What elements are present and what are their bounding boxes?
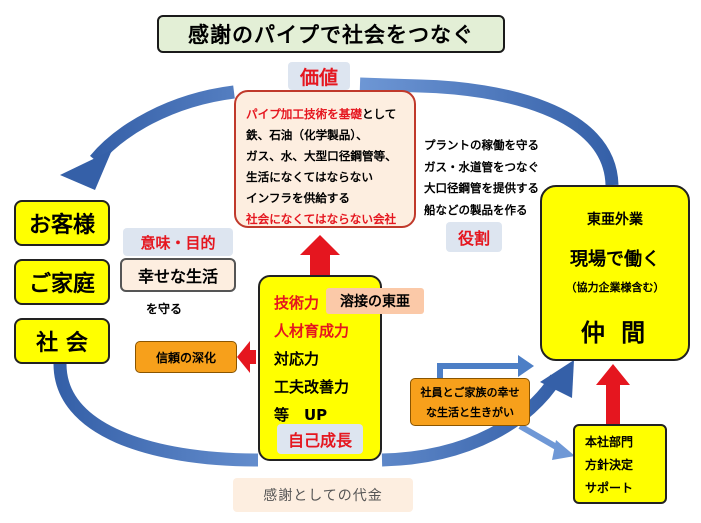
hq-line: 方針決定 [585, 458, 634, 472]
red-arrow-up-to-partner [596, 364, 630, 424]
core-item: 対応力 [274, 350, 320, 368]
value-line: 鉄、石油（化学製品）、 [246, 128, 368, 142]
role-line: ガス・水道管をつなぐ [424, 159, 539, 174]
role-line: 船などの製品を作る [424, 202, 528, 217]
family-to-partner-arrow [437, 363, 520, 378]
top-loop-arrowhead [60, 150, 112, 190]
family-line: 社員とご家族の幸せ [420, 386, 520, 399]
value-foundation: パイプ加工技術を基礎 [246, 107, 362, 121]
top-loop-arrow [90, 77, 619, 186]
self-growth-label: 自己成長 [277, 424, 363, 454]
core-item: 技術力 [274, 294, 320, 312]
payment-as-thanks-label: 感謝としての代金 [233, 478, 413, 512]
value-box: パイプ加工技術を基礎として 鉄、石油（化学製品）、 ガス、水、大型口径鋼管等、 … [234, 90, 416, 228]
partner-note: （協力企業様含む） [565, 281, 665, 294]
trust-deepening-box: 信頼の深化 [135, 341, 237, 373]
role-line: 大口径鋼管を提供する [424, 181, 539, 195]
value-line: 生活になくてはならない [246, 170, 373, 184]
welding-toa-label: 溶接の東亜 [326, 288, 424, 314]
value-line: インフラを供給する [246, 191, 350, 205]
core-item: 等 UP [274, 406, 328, 424]
bottom-loop-arrowhead [540, 360, 574, 398]
roles-text: プラントの稼働を守る ガス・水道管をつなぐ 大口径鋼管を提供する 船などの製品を… [424, 135, 539, 221]
society-box: 社 会 [14, 318, 110, 364]
value-essential-company: 社会になくてはならない会社 [246, 212, 397, 226]
bottom-loop-arrow [53, 363, 562, 467]
happy-life-box: 幸せな生活 [120, 258, 236, 292]
hq-line: 本社部門 [585, 435, 634, 449]
partner-work: 現場で働く [570, 249, 660, 270]
family-happiness-box: 社員とご家族の幸せ な生活と生きがい [410, 378, 530, 426]
red-arrow-left-to-trust [237, 341, 256, 373]
partner-box: 東亜外業 現場で働く （協力企業様含む） 仲 間 [540, 185, 690, 361]
value-line: ガス、水、大型口径鋼管等、 [246, 149, 397, 163]
partner-company: 東亜外業 [587, 212, 643, 228]
core-item: 人材育成力 [274, 322, 350, 340]
value-label: 価値 [288, 62, 350, 90]
customer-box: お客様 [14, 200, 110, 246]
role-line: プラントの稼働を守る [424, 138, 539, 152]
meaning-purpose-label: 意味・目的 [123, 228, 233, 256]
value-foundation-rest: として [361, 107, 397, 121]
role-label: 役割 [446, 222, 502, 252]
diagram-title: 感謝のパイプで社会をつなぐ [157, 15, 505, 53]
red-arrow-up-to-value [300, 235, 340, 275]
family-line: な生活と生きがい [426, 406, 514, 419]
hq-line: サポート [585, 481, 634, 495]
protect-text: を守る [146, 302, 183, 316]
household-box: ご家庭 [14, 259, 110, 305]
headquarters-box: 本社部門 方針決定 サポート [573, 424, 667, 504]
core-item: 工夫改善力 [274, 378, 350, 396]
partner-name: 仲 間 [580, 319, 650, 347]
